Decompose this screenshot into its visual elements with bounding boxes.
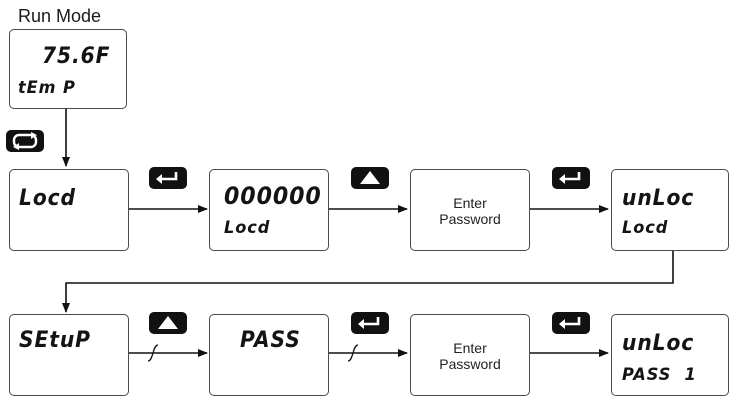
display-line-2: Locd: [622, 218, 669, 238]
enter-return-icon: [559, 172, 581, 184]
password-code-display: 000000 Locd: [209, 169, 329, 251]
display-line-1: unLoc: [622, 331, 695, 356]
pass-display: PASS: [209, 314, 329, 396]
enter-button[interactable]: [351, 312, 389, 334]
display-line-1: unLoc: [622, 186, 695, 211]
display-line-1: SEtuP: [19, 328, 91, 353]
up-arrow-icon: [158, 316, 178, 329]
setup-display: SEtuP: [9, 314, 129, 396]
display-line-1: Locd: [19, 186, 76, 211]
enter-button[interactable]: [149, 167, 187, 189]
delay-squiggle: [347, 344, 359, 362]
run-mode-label: Run Mode: [18, 6, 102, 26]
run-mode-display: 75.6F tEm P: [9, 29, 127, 109]
enter-button[interactable]: [552, 167, 590, 189]
display-line-2: PASS 1: [622, 365, 697, 385]
menu-button[interactable]: [6, 130, 44, 152]
up-button[interactable]: [351, 167, 389, 189]
enter-password-step: Enter Password: [410, 169, 530, 251]
enter-password-step: Enter Password: [410, 314, 530, 396]
display-line-1: 75.6F: [42, 44, 111, 69]
unlocked-pass-display: unLoc PASS 1: [611, 314, 729, 396]
menu-cycle-icon: [12, 132, 38, 150]
up-arrow-icon: [360, 171, 380, 184]
step-label-line-2: Password: [439, 356, 501, 372]
step-label-line-1: Enter: [453, 195, 487, 211]
display-line-2: tEm P: [18, 78, 76, 98]
display-line-1: PASS: [240, 328, 301, 353]
step-label-line-1: Enter: [453, 340, 487, 356]
up-button[interactable]: [149, 312, 187, 334]
enter-button[interactable]: [552, 312, 590, 334]
enter-return-icon: [559, 317, 581, 329]
display-line-2: Locd: [224, 218, 271, 238]
delay-squiggle: [147, 344, 159, 362]
locked-display: Locd: [9, 169, 129, 251]
enter-return-icon: [358, 317, 380, 329]
enter-return-icon: [156, 172, 178, 184]
unlocked-display: unLoc Locd: [611, 169, 729, 251]
display-line-1: 000000: [224, 182, 322, 210]
step-label-line-2: Password: [439, 211, 501, 227]
